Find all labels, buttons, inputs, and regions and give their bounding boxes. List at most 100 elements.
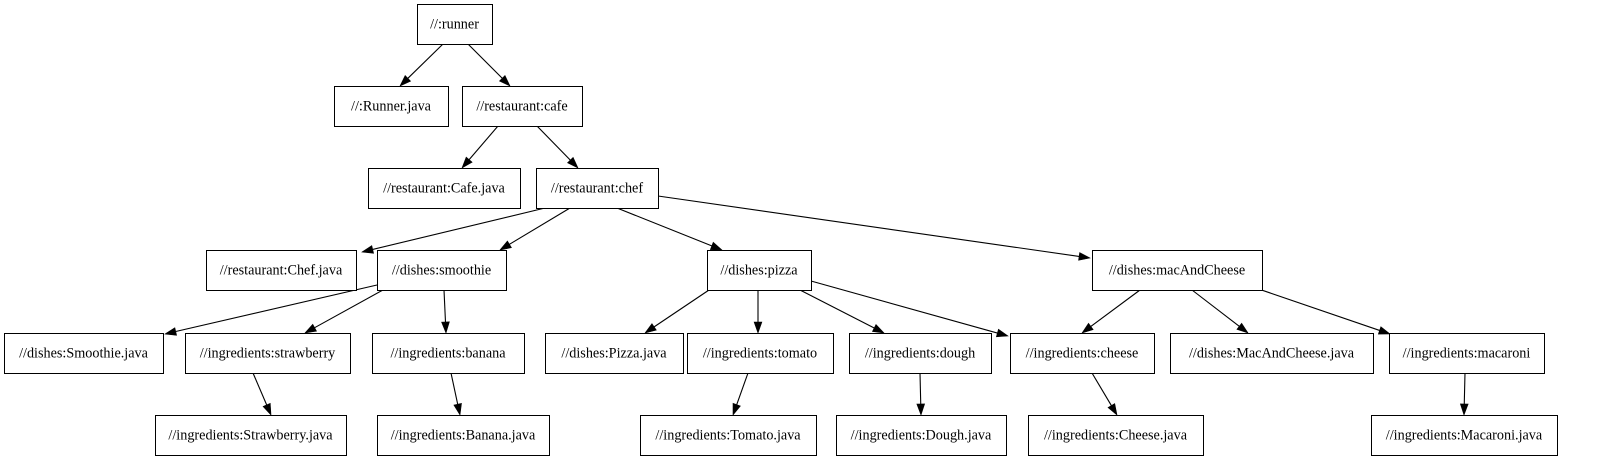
- edge-line: [736, 372, 749, 405]
- node-box[interactable]: [377, 415, 550, 456]
- graph-node-ing_tomato[interactable]: //ingredients:tomato: [687, 333, 834, 374]
- edge-arrowhead: [164, 327, 177, 336]
- edge-arrowhead: [1078, 252, 1091, 261]
- edge-arrowhead: [361, 245, 374, 254]
- graph-node-ing_cheese[interactable]: //ingredients:cheese: [1010, 333, 1155, 374]
- graph-node-dishes_smoothie[interactable]: //dishes:smoothie: [377, 250, 507, 291]
- edge-arrowhead: [499, 240, 512, 251]
- edge-arrowhead: [399, 75, 412, 87]
- graph-edge: [536, 125, 579, 169]
- edge-line: [450, 372, 459, 405]
- graph-node-runner[interactable]: //:runner: [417, 4, 493, 45]
- graph-node-dishes_mac[interactable]: //dishes:macAndCheese: [1092, 250, 1263, 291]
- graph-edge: [753, 290, 763, 334]
- node-box[interactable]: [687, 333, 834, 374]
- node-box[interactable]: [640, 415, 817, 456]
- node-box[interactable]: [462, 86, 583, 127]
- graph-node-cheese_java[interactable]: //ingredients:Cheese.java: [1028, 415, 1204, 456]
- graph-node-smoothie_java[interactable]: //dishes:Smoothie.java: [4, 333, 164, 374]
- node-box[interactable]: [334, 86, 449, 127]
- graph-node-dough_java[interactable]: //ingredients:Dough.java: [836, 415, 1007, 456]
- graph-node-strawberry_java[interactable]: //ingredients:Strawberry.java: [155, 415, 347, 456]
- edge-arrowhead: [732, 402, 741, 416]
- node-box[interactable]: [1010, 333, 1155, 374]
- edge-arrowhead: [453, 403, 462, 416]
- graph-node-restaurant_cafe[interactable]: //restaurant:cafe: [462, 86, 583, 127]
- graph-node-ing_dough[interactable]: //ingredients:dough: [849, 333, 992, 374]
- graph-node-pizza_java[interactable]: //dishes:Pizza.java: [545, 333, 684, 374]
- node-label: //ingredients:macaroni: [1403, 345, 1531, 361]
- node-box[interactable]: [836, 415, 1007, 456]
- graph-node-cafe_java[interactable]: //restaurant:Cafe.java: [368, 168, 521, 209]
- graph-node-mac_java[interactable]: //dishes:MacAndCheese.java: [1170, 333, 1374, 374]
- node-box[interactable]: [4, 333, 164, 374]
- graph-edge: [1191, 289, 1249, 334]
- graph-node-ing_strawberry[interactable]: //ingredients:strawberry: [185, 333, 351, 374]
- node-box[interactable]: [206, 250, 357, 291]
- node-label: //ingredients:dough: [865, 345, 975, 361]
- graph-edge: [441, 289, 450, 334]
- graph-node-ing_macaroni[interactable]: //ingredients:macaroni: [1389, 333, 1545, 374]
- node-box[interactable]: [849, 333, 992, 374]
- edge-line: [468, 125, 499, 161]
- graph-edge: [732, 372, 749, 416]
- edge-arrowhead: [262, 402, 272, 416]
- node-label: //ingredients:Strawberry.java: [168, 427, 333, 443]
- graph-node-banana_java[interactable]: //ingredients:Banana.java: [377, 415, 550, 456]
- node-label: //ingredients:tomato: [703, 345, 817, 361]
- edge-line: [1463, 372, 1466, 405]
- edge-arrowhead: [498, 74, 511, 87]
- node-box[interactable]: [417, 4, 493, 45]
- node-box[interactable]: [1028, 415, 1204, 456]
- edge-line: [1091, 372, 1112, 406]
- node-box[interactable]: [1092, 250, 1263, 291]
- node-box[interactable]: [545, 333, 684, 374]
- node-label: //ingredients:cheese: [1026, 345, 1139, 361]
- node-box[interactable]: [707, 250, 812, 291]
- graph-edge: [799, 289, 885, 334]
- graph-edge: [252, 372, 272, 416]
- node-box[interactable]: [155, 415, 347, 456]
- node-box[interactable]: [1371, 415, 1558, 456]
- graph-edge: [304, 289, 384, 334]
- graph-edge: [1243, 283, 1391, 335]
- edge-line: [252, 372, 268, 406]
- edge-line: [919, 372, 922, 405]
- node-label: //ingredients:strawberry: [200, 345, 336, 361]
- graph-node-tomato_java[interactable]: //ingredients:Tomato.java: [640, 415, 817, 456]
- node-label: //ingredients:Cheese.java: [1044, 427, 1188, 443]
- node-label: //:Runner.java: [351, 98, 432, 114]
- graph-edge: [1459, 372, 1469, 416]
- graph-edge: [1091, 372, 1118, 416]
- graph-node-ing_banana[interactable]: //ingredients:banana: [372, 333, 525, 374]
- edge-line: [799, 289, 875, 329]
- edge-arrowhead: [1377, 326, 1391, 335]
- graph-node-runner_java[interactable]: //:Runner.java: [334, 86, 449, 127]
- node-box[interactable]: [185, 333, 351, 374]
- edge-arrowhead: [753, 321, 763, 334]
- graph-edge: [1081, 289, 1141, 334]
- node-label: //ingredients:banana: [390, 345, 506, 361]
- node-label: //ingredients:Dough.java: [851, 427, 992, 443]
- node-box[interactable]: [1389, 333, 1545, 374]
- node-label: //dishes:smoothie: [392, 262, 491, 278]
- node-box[interactable]: [536, 168, 659, 209]
- graph-node-macaroni_java[interactable]: //ingredients:Macaroni.java: [1371, 415, 1558, 456]
- node-box[interactable]: [368, 168, 521, 209]
- graph-node-restaurant_chef[interactable]: //restaurant:chef: [536, 168, 659, 209]
- graph-edge: [164, 284, 378, 336]
- edge-line: [657, 195, 1080, 257]
- node-box[interactable]: [1170, 333, 1374, 374]
- node-label: //dishes:Pizza.java: [561, 345, 667, 361]
- graph-node-chef_java[interactable]: //restaurant:Chef.java: [206, 250, 357, 291]
- edge-line: [653, 289, 710, 328]
- node-label: //restaurant:chef: [551, 180, 643, 196]
- edge-line: [467, 43, 503, 79]
- edge-arrowhead: [1236, 322, 1249, 334]
- graph-node-dishes_pizza[interactable]: //dishes:pizza: [707, 250, 812, 291]
- edge-arrowhead: [871, 324, 885, 334]
- node-box[interactable]: [377, 250, 507, 291]
- edge-arrowhead: [1459, 403, 1469, 416]
- node-box[interactable]: [372, 333, 525, 374]
